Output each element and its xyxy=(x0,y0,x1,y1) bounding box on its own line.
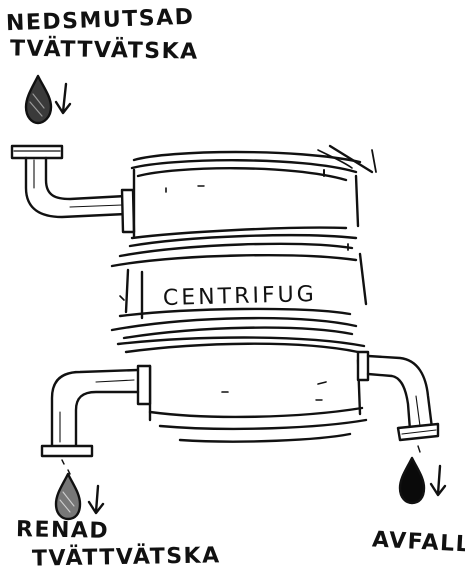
clean-label-line2: TVÄTTVÄTSKA xyxy=(32,545,221,570)
clean-down-arrow-icon xyxy=(89,486,103,513)
inlet-droplet-icon xyxy=(26,76,51,123)
clean-outlet-pipe xyxy=(42,366,150,474)
waste-outlet-pipe xyxy=(358,352,438,452)
clean-droplet-icon xyxy=(56,474,80,519)
waste-down-arrow-icon xyxy=(431,466,445,495)
inlet-label-line2: TVÄTTVÄTSKA xyxy=(10,38,199,63)
clean-label-line1: RENAD xyxy=(16,519,110,543)
inlet-pipe xyxy=(12,146,134,232)
waste-droplet-icon xyxy=(400,458,424,503)
inlet-down-arrow-icon xyxy=(56,84,70,113)
centrifuge-label: CENTRIFUG xyxy=(163,284,317,310)
waste-label: AVFALL xyxy=(371,529,465,556)
